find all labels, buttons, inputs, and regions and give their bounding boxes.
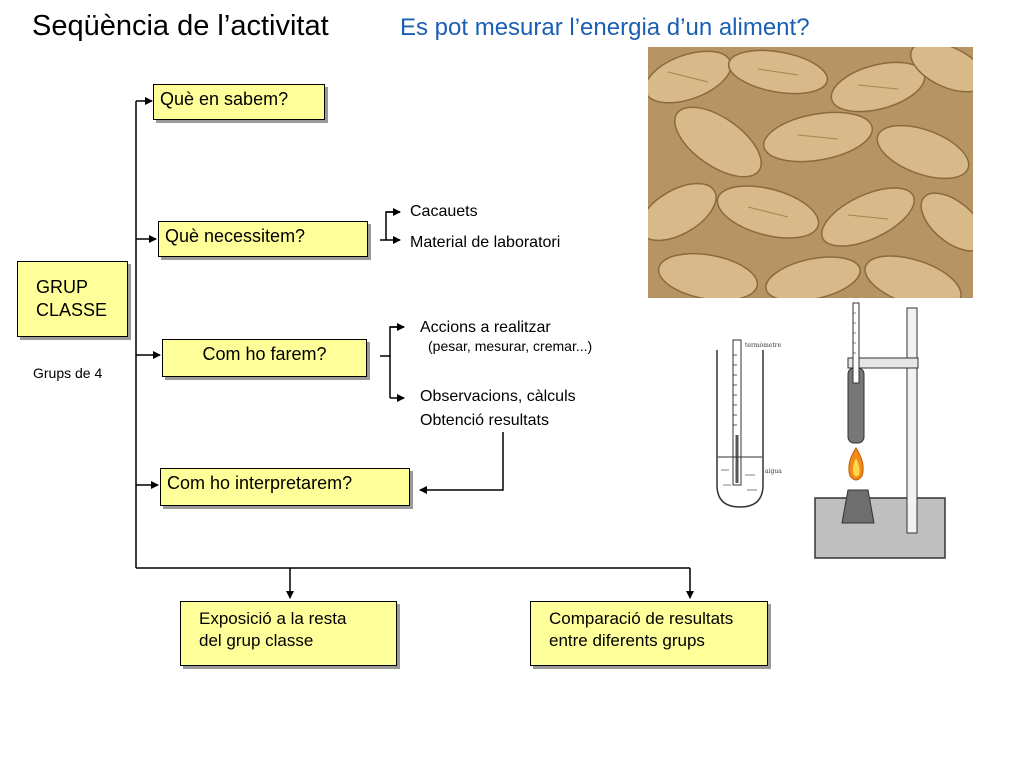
group-title-line1: GRUP	[36, 277, 89, 297]
outcome-1-line1: Exposició a la resta	[199, 609, 347, 628]
peanuts-photo	[648, 47, 973, 298]
thermometer-label: termòmetre	[745, 342, 782, 349]
burner-apparatus-diagram	[814, 302, 946, 559]
return-arrow	[419, 432, 504, 494]
method-item-1: Accions a realitzar	[420, 319, 551, 336]
step-box-4: Com ho interpretarem?	[160, 468, 410, 506]
needs-item-2: Material de laboratori	[410, 234, 561, 251]
step-box-1: Què en sabem?	[153, 84, 325, 120]
page-title: Seqüència de l’activitat	[32, 10, 329, 42]
stand-base	[814, 497, 946, 559]
step-box-2: Què necessitem?	[158, 221, 368, 257]
test-tube-diagram: termòmetre aigua	[716, 339, 782, 508]
outcome-box-2: Comparació de resultats entre diferents …	[530, 601, 768, 666]
clamp-arm	[847, 357, 919, 369]
step-label-4: Com ho interpretarem?	[167, 473, 353, 493]
test-tube-outline	[716, 350, 764, 508]
group-box: GRUP CLASSE	[17, 261, 128, 337]
method-item-2-line2: Obtenció resultats	[420, 412, 549, 429]
step-box-3: Com ho farem?	[162, 339, 367, 377]
burner-icon	[841, 489, 875, 524]
water-label: aigua	[765, 468, 782, 475]
outcome-2-line1: Comparació de resultats	[549, 609, 734, 628]
needs-bracket	[380, 211, 400, 241]
needs-item-1: Cacauets	[410, 203, 478, 220]
outcome-2-line2: entre diferents grups	[549, 631, 705, 651]
outcome-1-line2: del grup classe	[199, 631, 314, 651]
method-bracket	[380, 326, 404, 357]
outcome-box-1: Exposició a la resta del grup classe	[180, 601, 397, 666]
thermometer-icon	[732, 339, 742, 486]
group-title-line2: CLASSE	[36, 299, 108, 320]
page-subtitle: Es pot mesurar l’energia d’un aliment?	[400, 14, 810, 41]
stand-rod	[906, 307, 918, 534]
step-label-2: Què necessitem?	[165, 226, 306, 246]
group-note: Grups de 4	[33, 365, 103, 381]
method-item-2-line1: Observacions, càlculs	[420, 388, 576, 405]
step-label-3: Com ho farem?	[202, 344, 327, 364]
method-item-1-detail: (pesar, mesurar, cremar...)	[428, 338, 593, 354]
step-label-1: Què en sabem?	[160, 89, 289, 109]
